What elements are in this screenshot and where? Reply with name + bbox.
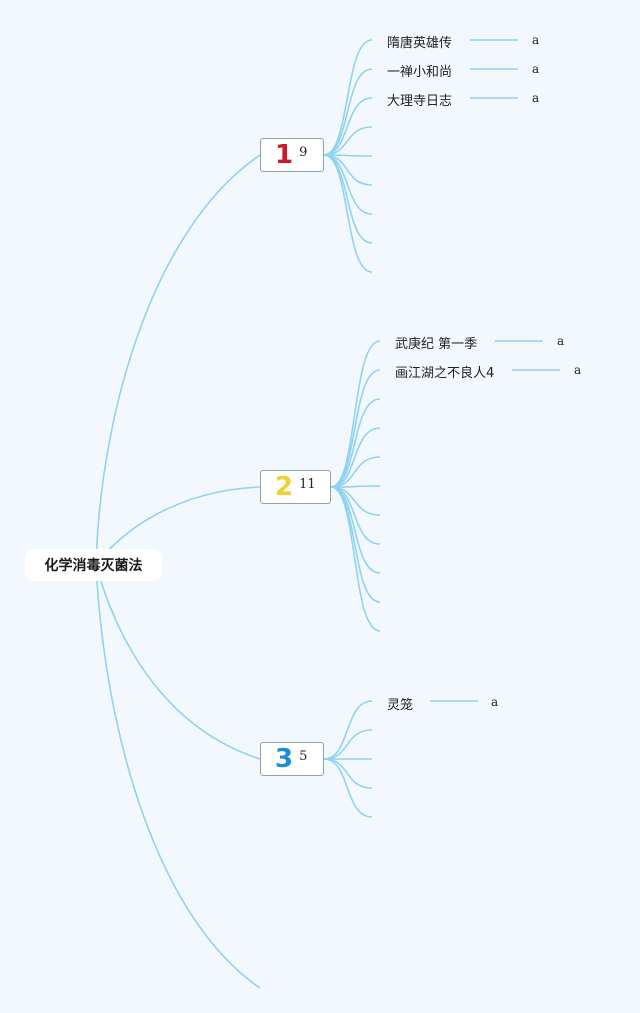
- rank-2-badge: 2: [275, 472, 294, 502]
- branch-1-leaf-link: [323, 154, 373, 244]
- rank-3-badge: 3: [275, 744, 294, 774]
- branch-2-leaf-link: [330, 486, 381, 632]
- branch-2-leaf-link: [330, 340, 381, 488]
- leaf-value: a: [532, 62, 540, 76]
- branch-2-count: 11: [299, 476, 316, 492]
- leaf-label[interactable]: 武庚纪 第一季: [395, 337, 478, 352]
- branch-2-leaf-link: [330, 427, 381, 488]
- root-link-1: [95, 154, 261, 566]
- branch-node-2[interactable]: 2 11: [260, 470, 331, 504]
- root-link-4: [95, 564, 261, 989]
- branch-node-1[interactable]: 1 9: [260, 138, 324, 172]
- leaf-value: a: [574, 363, 582, 377]
- branch-3-leaf-link: [323, 700, 373, 760]
- rank-1-badge: 1: [275, 140, 294, 170]
- leaf-label[interactable]: 隋唐英雄传: [387, 36, 453, 51]
- leaf-value: a: [491, 695, 499, 709]
- branch-1-leaf-link: [323, 154, 373, 273]
- leaf-value: a: [532, 91, 540, 105]
- branch-1-count: 9: [299, 144, 308, 160]
- leaf-label[interactable]: 一禅小和尚: [387, 65, 453, 80]
- branch-2-leaf-link: [330, 456, 381, 488]
- branch-3-count: 5: [299, 748, 308, 764]
- branch-1-leaf-link: [323, 97, 373, 156]
- root-link-3: [95, 564, 261, 760]
- branch-1-leaf-link: [323, 39, 373, 156]
- branch-1-leaf-link: [323, 126, 373, 156]
- root-label: 化学消毒灭菌法: [44, 558, 143, 574]
- branch-2-leaf-link: [330, 486, 381, 603]
- leaf-value: a: [557, 334, 565, 348]
- branch-1-leaf-link: [323, 68, 373, 156]
- leaf-label[interactable]: 大理寺日志: [387, 94, 453, 109]
- leaf-label[interactable]: 灵笼: [387, 698, 414, 713]
- leaf-value: a: [532, 33, 540, 47]
- branch-2-leaf-link: [330, 398, 381, 488]
- root-node[interactable]: 化学消毒灭菌法: [25, 549, 162, 581]
- leaf-label[interactable]: 画江湖之不良人4: [395, 366, 495, 381]
- branch-3-leaf-link: [323, 729, 373, 760]
- branch-3-leaf-link: [323, 758, 373, 818]
- branch-3-leaf-link: [323, 758, 373, 789]
- branch-node-3[interactable]: 3 5: [260, 742, 324, 776]
- branch-2-leaf-link: [330, 369, 381, 488]
